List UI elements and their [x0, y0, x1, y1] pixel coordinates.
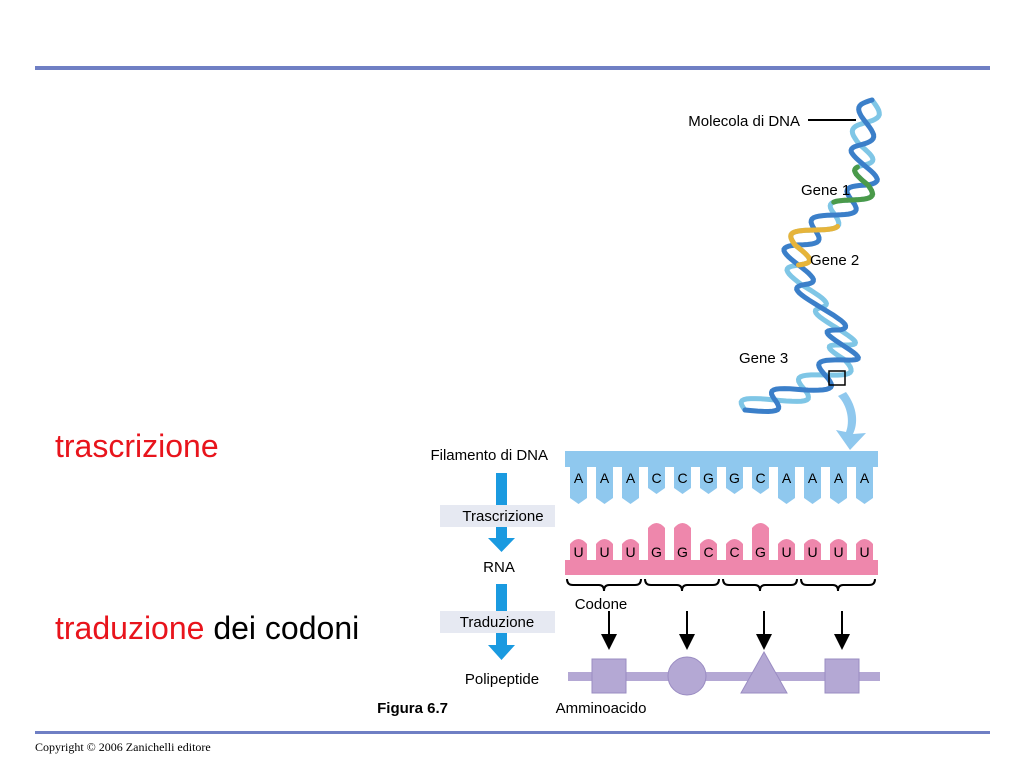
- dna-base-letter: C: [651, 470, 661, 486]
- flow-arrow-shaft-2: [496, 584, 507, 612]
- flow-arrow-head-1: [488, 527, 515, 552]
- codons-word: dei codoni: [213, 610, 360, 646]
- codon-braces: [566, 578, 876, 592]
- rna-base: [856, 539, 873, 562]
- codon-brace: [800, 578, 876, 592]
- dna-base-letter: A: [600, 470, 610, 486]
- dna-base: [830, 465, 847, 504]
- amino-acid-circle: [667, 656, 707, 696]
- zoom-arrow: [836, 392, 866, 450]
- dna-base: [752, 465, 769, 494]
- dna-base-letter: C: [677, 470, 687, 486]
- dna-base-letter: A: [808, 470, 818, 486]
- rna-base-letter: U: [625, 544, 635, 560]
- dna-base-letter: A: [834, 470, 844, 486]
- rna-base: [830, 539, 847, 562]
- dna-base-letter: A: [574, 470, 584, 486]
- amino-acid-label: Amminoacido: [556, 700, 647, 717]
- translation-box: [440, 611, 555, 633]
- translation-word: traduzione: [55, 610, 205, 646]
- rna-base-letter: G: [677, 544, 688, 560]
- polypeptide-backbone: [568, 672, 880, 681]
- amino-acid-square: [591, 658, 627, 694]
- dna-base: [674, 465, 691, 494]
- dna-base-letter: C: [755, 470, 765, 486]
- rna-base: [804, 539, 821, 562]
- dna-base: [726, 465, 743, 494]
- gene-2-label: Gene 2: [810, 252, 859, 269]
- rna-base-letter: U: [859, 544, 869, 560]
- rna-base-letter: G: [755, 544, 766, 560]
- amino-acid-triangle: [740, 650, 788, 694]
- flow-arrow-head-2: [488, 633, 515, 660]
- rna-base-letter: U: [573, 544, 583, 560]
- rna-base-letter: G: [651, 544, 662, 560]
- dna-strand-backbone: [565, 451, 878, 467]
- codon-brace: [644, 578, 720, 592]
- bottom-rule: [35, 731, 990, 734]
- amino-acids: [591, 650, 860, 696]
- amino-acid-square: [824, 658, 860, 694]
- dna-base: [700, 465, 717, 494]
- codon-label: Codone: [575, 596, 628, 613]
- rna-base-letter: C: [729, 544, 739, 560]
- dna-base: [596, 465, 613, 504]
- figure-label: Figura 6.7: [377, 700, 448, 717]
- codon-brace: [722, 578, 798, 592]
- rna-base: [726, 539, 743, 562]
- rna-strand-backbone: [565, 560, 878, 575]
- dna-strand-label: Filamento di DNA: [430, 447, 548, 464]
- rna-base: [778, 539, 795, 562]
- copyright: Copyright © 2006 Zanichelli editore: [35, 740, 211, 754]
- dna-base: [622, 465, 639, 504]
- transcription-box: [440, 505, 555, 527]
- dna-base-letter: G: [703, 470, 714, 486]
- zoom-box: [828, 370, 846, 386]
- translation-label: Traduzione: [460, 614, 535, 631]
- rna-label: RNA: [483, 559, 515, 576]
- rna-base: [674, 523, 691, 562]
- dna-molecule-label: Molecola di DNA: [688, 113, 800, 130]
- rna-base: [570, 539, 587, 562]
- dna-base: [804, 465, 821, 504]
- translation-heading: traduzione dei codoni: [55, 610, 359, 647]
- dna-base: [648, 465, 665, 494]
- transcription-label: Trascrizione: [462, 508, 543, 525]
- dna-base-letter: A: [860, 470, 870, 486]
- flow-arrow-shaft-1: [496, 473, 507, 508]
- codon-brace: [566, 578, 642, 592]
- dna-base-letter: A: [782, 470, 792, 486]
- dna-base-letter: A: [626, 470, 636, 486]
- rna-base-letter: C: [703, 544, 713, 560]
- dna-base: [570, 465, 587, 504]
- rna-base-letter: U: [599, 544, 609, 560]
- transcription-heading: trascrizione: [55, 428, 219, 464]
- dna-helix: [738, 97, 882, 415]
- rna-base: [648, 523, 665, 562]
- rna-base-letter: U: [833, 544, 843, 560]
- gene-1-label: Gene 1: [801, 182, 850, 199]
- dna-base-letter: G: [729, 470, 740, 486]
- rna-base: [752, 523, 769, 562]
- dna-base: [856, 465, 873, 504]
- rna-base: [700, 539, 717, 562]
- top-rule: [35, 66, 990, 70]
- gene-3-label: Gene 3: [739, 350, 788, 367]
- polypeptide-label: Polipeptide: [465, 671, 539, 688]
- rna-base: [622, 539, 639, 562]
- rna-base: [596, 539, 613, 562]
- codon-arrows: [601, 611, 850, 650]
- dna-base: [778, 465, 795, 504]
- rna-base-letter: U: [807, 544, 817, 560]
- rna-base-letter: U: [781, 544, 791, 560]
